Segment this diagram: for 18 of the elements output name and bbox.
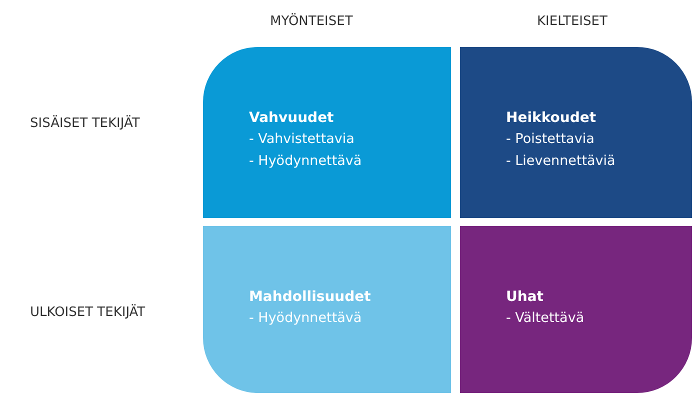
- list-item: - Hyödynnettävä: [249, 309, 362, 328]
- list-item: - Vältettävä: [506, 309, 584, 328]
- quadrant-panel: [460, 226, 692, 393]
- quadrant-panel: [460, 47, 692, 218]
- list-item: - Hyödynnettävä: [249, 152, 362, 171]
- list-item: - Vahvistettavia: [249, 130, 354, 149]
- list-item: - Poistettavia: [506, 130, 594, 149]
- list-item: - Lievennettäviä: [506, 152, 616, 171]
- quadrant-heading: Vahvuudet: [249, 109, 334, 128]
- quadrant-heading: Mahdollisuudet: [249, 288, 371, 307]
- quadrant-panel: [203, 226, 451, 393]
- column-header: KIELTEISET: [537, 14, 608, 29]
- column-header: MYÖNTEISET: [270, 14, 353, 29]
- row-header: SISÄISET TEKIJÄT: [30, 116, 140, 131]
- quadrant-panel: [203, 47, 451, 218]
- quadrant-heading: Uhat: [506, 288, 544, 307]
- row-header: ULKOISET TEKIJÄT: [30, 305, 146, 320]
- quadrant-heading: Heikkoudet: [506, 109, 596, 128]
